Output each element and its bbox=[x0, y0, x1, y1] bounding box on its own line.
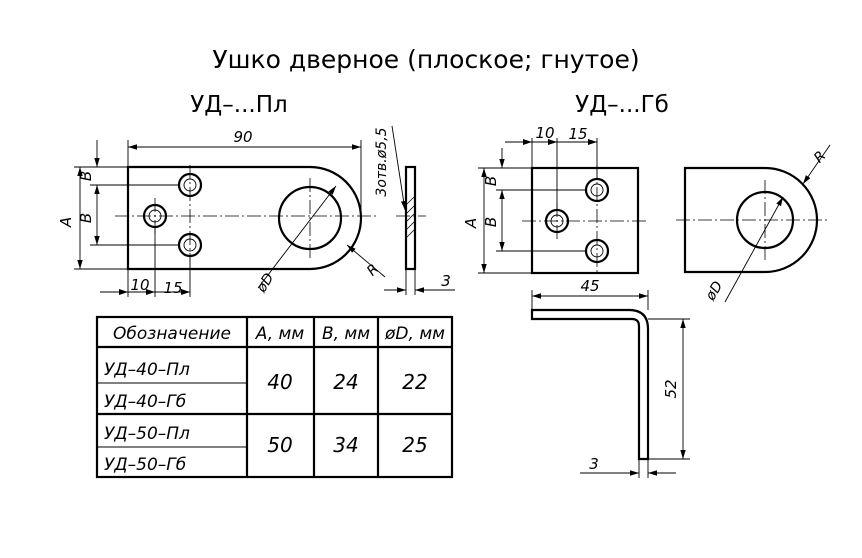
dim-leader-diameter bbox=[257, 185, 337, 289]
dim-text-10: 10 bbox=[130, 276, 149, 294]
dim-text-b-upper: B bbox=[482, 176, 500, 186]
bent-lug-end-outline bbox=[683, 166, 819, 274]
specification-table: Обозначение A, мм B, мм øD, мм УД–40–Пл … bbox=[95, 315, 454, 479]
dim-text-10: 10 bbox=[535, 124, 554, 142]
dim-leader-diameter bbox=[724, 196, 784, 303]
table-cell-b: 24 bbox=[333, 370, 358, 394]
table-header-b: B, мм bbox=[322, 324, 370, 344]
dim-text-15: 15 bbox=[568, 125, 587, 143]
table-cell-designation: УД–50–Гб bbox=[104, 455, 186, 475]
table-cell-designation: УД–40–Пл bbox=[104, 360, 190, 380]
table-header-designation: Обозначение bbox=[113, 324, 231, 344]
table-header-d: øD, мм bbox=[384, 324, 445, 344]
dim-text-b-lower: B bbox=[77, 213, 95, 223]
dim-text-b-lower: B bbox=[482, 217, 500, 227]
hatch bbox=[405, 212, 416, 223]
dim-text-15: 15 bbox=[163, 279, 182, 297]
dim-text-a: A bbox=[462, 218, 480, 229]
hatch bbox=[405, 220, 416, 231]
dim-text-a: A bbox=[57, 217, 75, 228]
table-cell-b: 34 bbox=[333, 433, 358, 457]
dim-arrow bbox=[146, 289, 155, 295]
flat-view-label: УД–...Пл bbox=[190, 92, 287, 118]
bent-lug-front-view: 10 15 A B B bbox=[462, 124, 648, 275]
table-cell-a: 50 bbox=[267, 433, 292, 457]
bent-lug-plate bbox=[530, 166, 640, 275]
dim-text-holes: 3отв.ø5,5 bbox=[374, 127, 390, 196]
dim-text-diameter: øD bbox=[253, 270, 277, 296]
dim-text-45: 45 bbox=[580, 277, 599, 295]
dim-text-diameter: øD bbox=[702, 278, 726, 304]
table-cell-designation: УД–50–Пл bbox=[104, 424, 190, 444]
table-cell-d: 22 bbox=[402, 370, 427, 394]
flat-lug-outline bbox=[126, 165, 363, 271]
table-cell-a: 40 bbox=[267, 370, 292, 394]
table-cell-d: 25 bbox=[402, 433, 427, 457]
hatch bbox=[405, 195, 416, 206]
dim-arrow bbox=[548, 139, 557, 145]
table-cell-designation: УД–40–Гб bbox=[104, 392, 186, 412]
hatch bbox=[405, 204, 416, 215]
dim-arrow bbox=[119, 289, 128, 295]
dim-arrow bbox=[181, 289, 190, 295]
dim-text-radius: R bbox=[811, 148, 829, 166]
dim-text-b-upper: B bbox=[77, 171, 95, 181]
bent-view-label: УД–...Гб bbox=[575, 92, 669, 118]
hatch bbox=[405, 228, 416, 239]
bent-lug-profile: 45 52 3 bbox=[530, 277, 690, 478]
flat-lug-view: 90 A B B 10 15 3отв.ø5,5 øD R bbox=[57, 125, 407, 297]
bent-lug-end-view: øD R bbox=[676, 144, 831, 304]
dim-arrow bbox=[523, 139, 532, 145]
dim-leader-holes bbox=[391, 125, 407, 211]
dim-text-90: 90 bbox=[233, 128, 252, 146]
dim-leader-radius bbox=[802, 144, 831, 185]
table-frame bbox=[95, 315, 454, 479]
dim-text-radius: R bbox=[364, 261, 382, 279]
table-header-a: A, мм bbox=[255, 324, 305, 344]
bent-lug-l-shape bbox=[530, 308, 650, 461]
dim-leader-radius bbox=[346, 244, 386, 278]
side-view-plate bbox=[404, 165, 417, 271]
drawing-title: Ушко дверное (плоское; гнутое) bbox=[212, 45, 639, 74]
dim-text-thickness: 3 bbox=[589, 455, 599, 473]
dim-arrow bbox=[588, 139, 597, 145]
dim-text-thickness: 3 bbox=[441, 272, 451, 290]
dim-text-52: 52 bbox=[662, 379, 680, 398]
flat-lug-side-view: 3 bbox=[384, 165, 455, 295]
